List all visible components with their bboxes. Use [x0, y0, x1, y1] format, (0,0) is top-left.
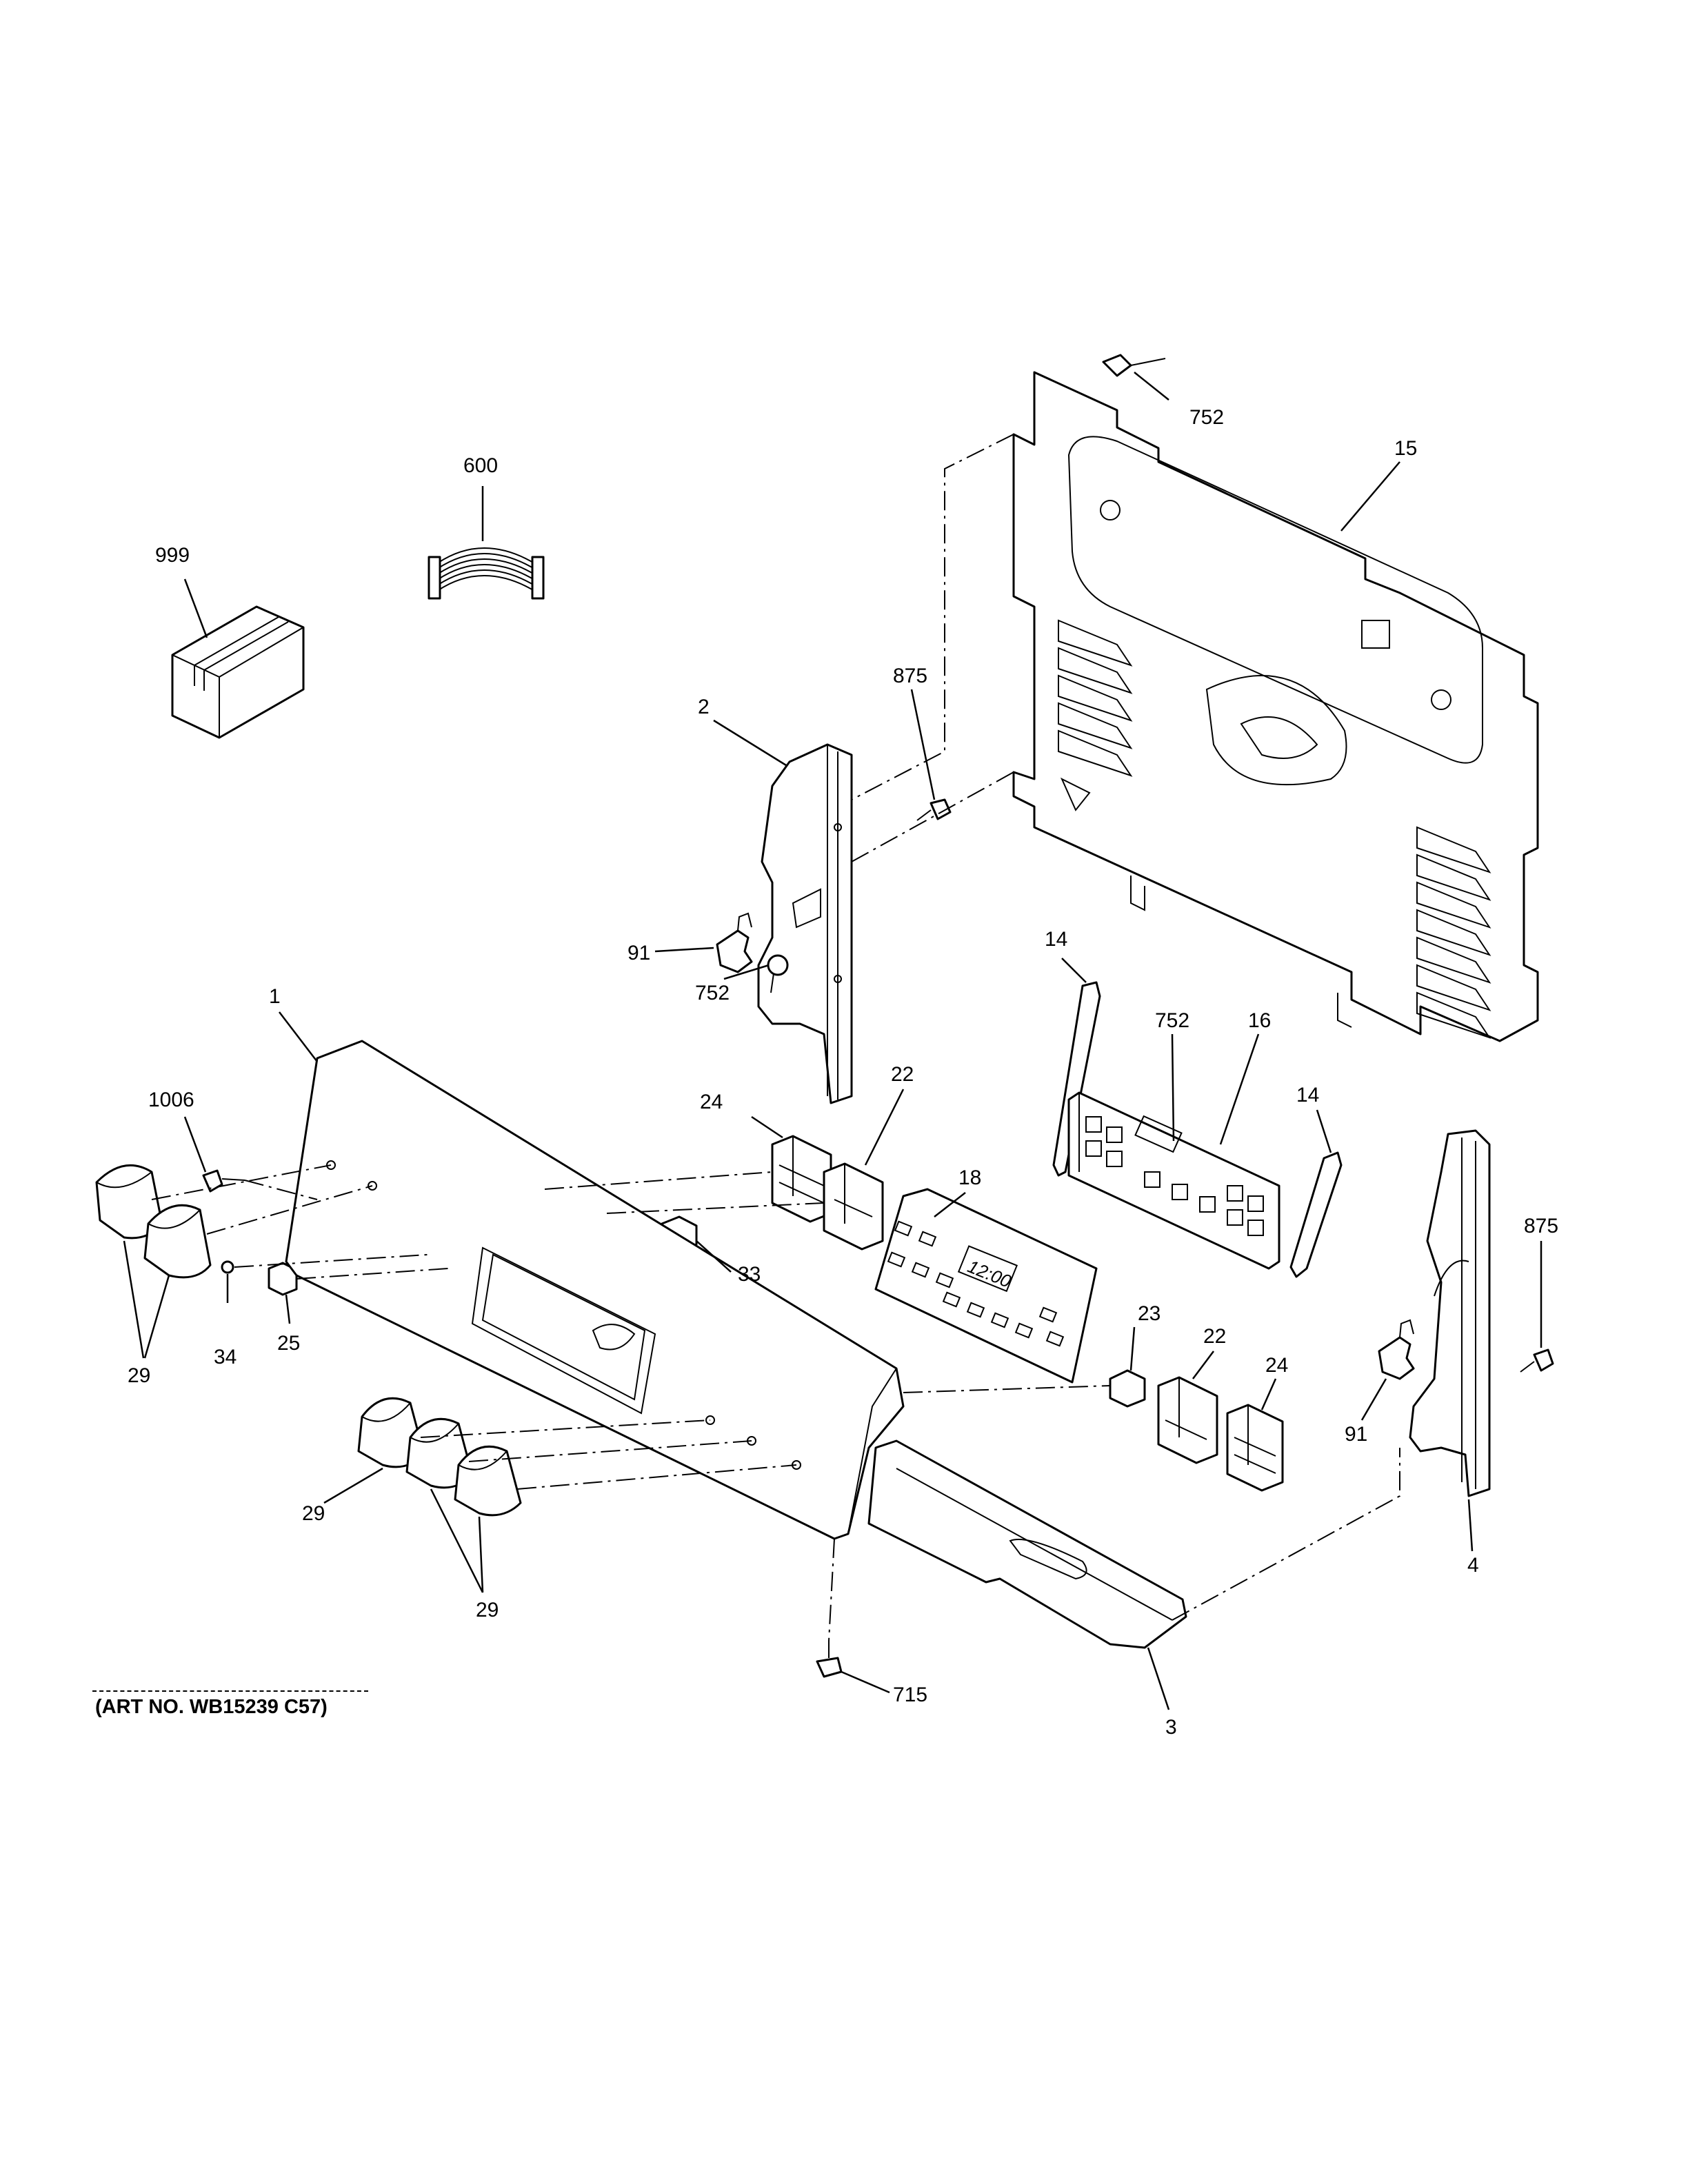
part-91-clip-upper	[716, 912, 753, 973]
callout-22: 22	[891, 1063, 914, 1086]
part-4-right-end-cap	[1409, 1129, 1491, 1497]
part-18-membrane-keypad: 12:00	[874, 1188, 1098, 1384]
callout-labels: 999 600 752 15 875 2 91 752 14 752 16 14…	[128, 406, 1558, 1739]
board-switches	[1085, 1116, 1264, 1236]
art-number: (ART NO. WB15239 C57)	[95, 1696, 328, 1718]
callout-29: 29	[302, 1502, 325, 1525]
callout-999: 999	[155, 544, 190, 567]
callout-23: 23	[1138, 1302, 1160, 1325]
callout-3: 3	[1165, 1716, 1177, 1739]
part-34-pin	[221, 1260, 234, 1274]
callout-91: 91	[1345, 1423, 1367, 1446]
callout-715: 715	[893, 1684, 927, 1706]
screw-875-upper	[916, 798, 952, 821]
callout-16: 16	[1248, 1009, 1271, 1032]
part-22-switch-lower	[1157, 1376, 1218, 1464]
callout-34: 34	[214, 1346, 237, 1368]
part-16-control-board	[1067, 1091, 1280, 1270]
part-999-box	[171, 605, 305, 739]
callout-752: 752	[695, 982, 730, 1004]
part-25-switch	[268, 1262, 298, 1296]
callout-752: 752	[1189, 406, 1224, 429]
part-24-switch-lower	[1226, 1404, 1284, 1492]
callout-22: 22	[1203, 1325, 1226, 1348]
part-29-knob-lower-3	[454, 1445, 522, 1517]
part-29-knob-left-2	[143, 1204, 212, 1279]
callout-91: 91	[627, 942, 650, 964]
callout-14: 14	[1296, 1084, 1319, 1106]
vent-slots-left	[1058, 619, 1133, 777]
assembly-lines	[151, 434, 1400, 1641]
part-600-wire-harness	[428, 547, 545, 600]
callout-15: 15	[1394, 437, 1417, 460]
callout-24: 24	[700, 1091, 723, 1113]
callout-875: 875	[893, 665, 927, 687]
part-2-left-end-cap	[757, 743, 853, 1104]
part-24-switch-upper	[771, 1135, 832, 1223]
callout-1006: 1006	[148, 1089, 194, 1111]
callout-24: 24	[1265, 1354, 1288, 1377]
part-23-switch	[1109, 1369, 1146, 1408]
part-1-control-panel	[285, 1040, 905, 1540]
callout-600: 600	[463, 454, 498, 477]
screw-715	[816, 1641, 843, 1678]
callout-1: 1	[269, 985, 281, 1008]
keypad-buttons	[887, 1220, 1065, 1347]
part-15-rear-panel	[1012, 371, 1539, 1042]
part-14-bracket-right	[1289, 1151, 1343, 1278]
callout-29: 29	[128, 1364, 150, 1387]
callout-14: 14	[1045, 928, 1067, 951]
callout-25: 25	[277, 1332, 300, 1355]
part-3-trim	[867, 1439, 1187, 1649]
callout-4: 4	[1467, 1554, 1479, 1577]
callout-752: 752	[1155, 1009, 1189, 1032]
screw-1006	[202, 1169, 245, 1193]
panel-knob-markings	[326, 1160, 801, 1470]
leader-lines	[123, 372, 1543, 1710]
part-91-clip-lower	[1378, 1319, 1415, 1380]
art-number-rule	[92, 1690, 368, 1692]
callout-29: 29	[476, 1599, 499, 1621]
callout-33: 33	[738, 1263, 761, 1286]
part-22-switch-upper	[823, 1162, 884, 1251]
part-14-bracket-left	[1052, 981, 1101, 1177]
vent-slots-right	[1416, 826, 1491, 1039]
screw-875-lower	[1520, 1348, 1554, 1373]
callout-2: 2	[698, 696, 710, 718]
callout-875: 875	[1524, 1215, 1558, 1237]
callout-18: 18	[958, 1166, 981, 1189]
screw-752-top	[1102, 354, 1166, 377]
